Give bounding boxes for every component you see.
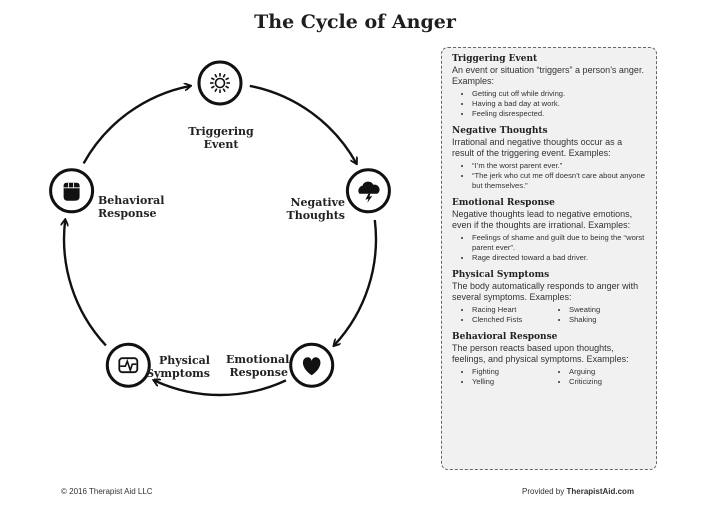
section-text: The person reacts based upon thoughts, f… xyxy=(452,343,629,364)
list-item: Feeling disrespected. xyxy=(472,109,646,119)
cycle-arrow xyxy=(82,86,191,164)
cycle-arrow xyxy=(64,220,107,347)
list-item: Sweating xyxy=(569,305,646,315)
node-triggering-event xyxy=(197,60,243,106)
node-negative-thoughts xyxy=(345,168,391,214)
list-item: Rage directed toward a bad driver. xyxy=(472,253,646,263)
label-emotional-response: Emotional Response xyxy=(226,353,290,379)
section-text: Irrational and negative thoughts occur a… xyxy=(452,137,623,158)
heart-icon xyxy=(302,357,321,376)
list-item: Getting cut off while driving. xyxy=(472,89,646,99)
footer-copyright: © 2016 Therapist Aid LLC xyxy=(61,487,153,496)
section-heading: Triggering Event xyxy=(452,54,538,64)
list-item: “The jerk who cut me off doesn’t care ab… xyxy=(472,171,646,191)
list-item: “I’m the worst parent ever.” xyxy=(472,161,646,171)
list-item: Fighting xyxy=(472,367,549,377)
list-item: Feelings of shame and guilt due to being… xyxy=(472,233,646,253)
label-negative-thoughts: Negative Thoughts xyxy=(286,196,345,222)
cycle-arrow xyxy=(249,84,357,163)
fist-icon xyxy=(63,182,80,201)
section-heading: Behavioral Response xyxy=(452,332,558,342)
list-item: Arguing xyxy=(569,367,646,377)
node-behavioral-response xyxy=(49,168,95,214)
section-emotional-response: Emotional Response Negative thoughts lea… xyxy=(452,198,646,263)
list-item: Shaking xyxy=(569,315,646,325)
list-item: Yelling xyxy=(472,377,549,387)
cycle-arrow xyxy=(154,380,287,397)
provided-brand: TherapistAid.com xyxy=(566,487,635,496)
cycle-arrows xyxy=(64,84,378,397)
section-behavioral-response: Behavioral Response The person reacts ba… xyxy=(452,332,646,387)
section-heading: Negative Thoughts xyxy=(452,126,548,136)
node-emotional-response xyxy=(289,342,335,388)
page-title: The Cycle of Anger xyxy=(254,11,456,33)
section-text: The body automatically responds to anger… xyxy=(452,281,639,302)
section-text: Negative thoughts lead to negative emoti… xyxy=(452,209,633,230)
label-physical-symptoms: Physical Symptoms xyxy=(146,354,210,380)
section-negative-thoughts: Negative Thoughts Irrational and negativ… xyxy=(452,126,646,191)
label-triggering-event: Triggering Event xyxy=(188,125,254,151)
storm-cloud-icon xyxy=(358,181,380,203)
sun-burst-icon xyxy=(210,73,230,93)
label-behavioral-response: Behavioral Response xyxy=(98,194,165,220)
list-item: Racing Heart xyxy=(472,305,549,315)
section-heading: Emotional Response xyxy=(452,198,555,208)
section-physical-symptoms: Physical Symptoms The body automatically… xyxy=(452,270,646,325)
footer-provided-by: Provided by TherapistAid.com xyxy=(522,487,634,496)
anger-cycle-diagram xyxy=(49,60,391,397)
provided-prefix: Provided by xyxy=(522,487,565,496)
heartbeat-icon xyxy=(118,357,139,374)
descriptions-panel: Triggering Event An event or situation “… xyxy=(441,47,657,470)
list-item: Having a bad day at work. xyxy=(472,99,646,109)
list-item: Criticizing xyxy=(569,377,646,387)
section-triggering-event: Triggering Event An event or situation “… xyxy=(452,54,646,119)
list-item: Clenched Fists xyxy=(472,315,549,325)
section-heading: Physical Symptoms xyxy=(452,270,550,280)
node-physical-symptoms xyxy=(105,342,151,388)
cycle-arrow xyxy=(334,219,378,345)
section-text: An event or situation “triggers” a perso… xyxy=(452,65,644,86)
